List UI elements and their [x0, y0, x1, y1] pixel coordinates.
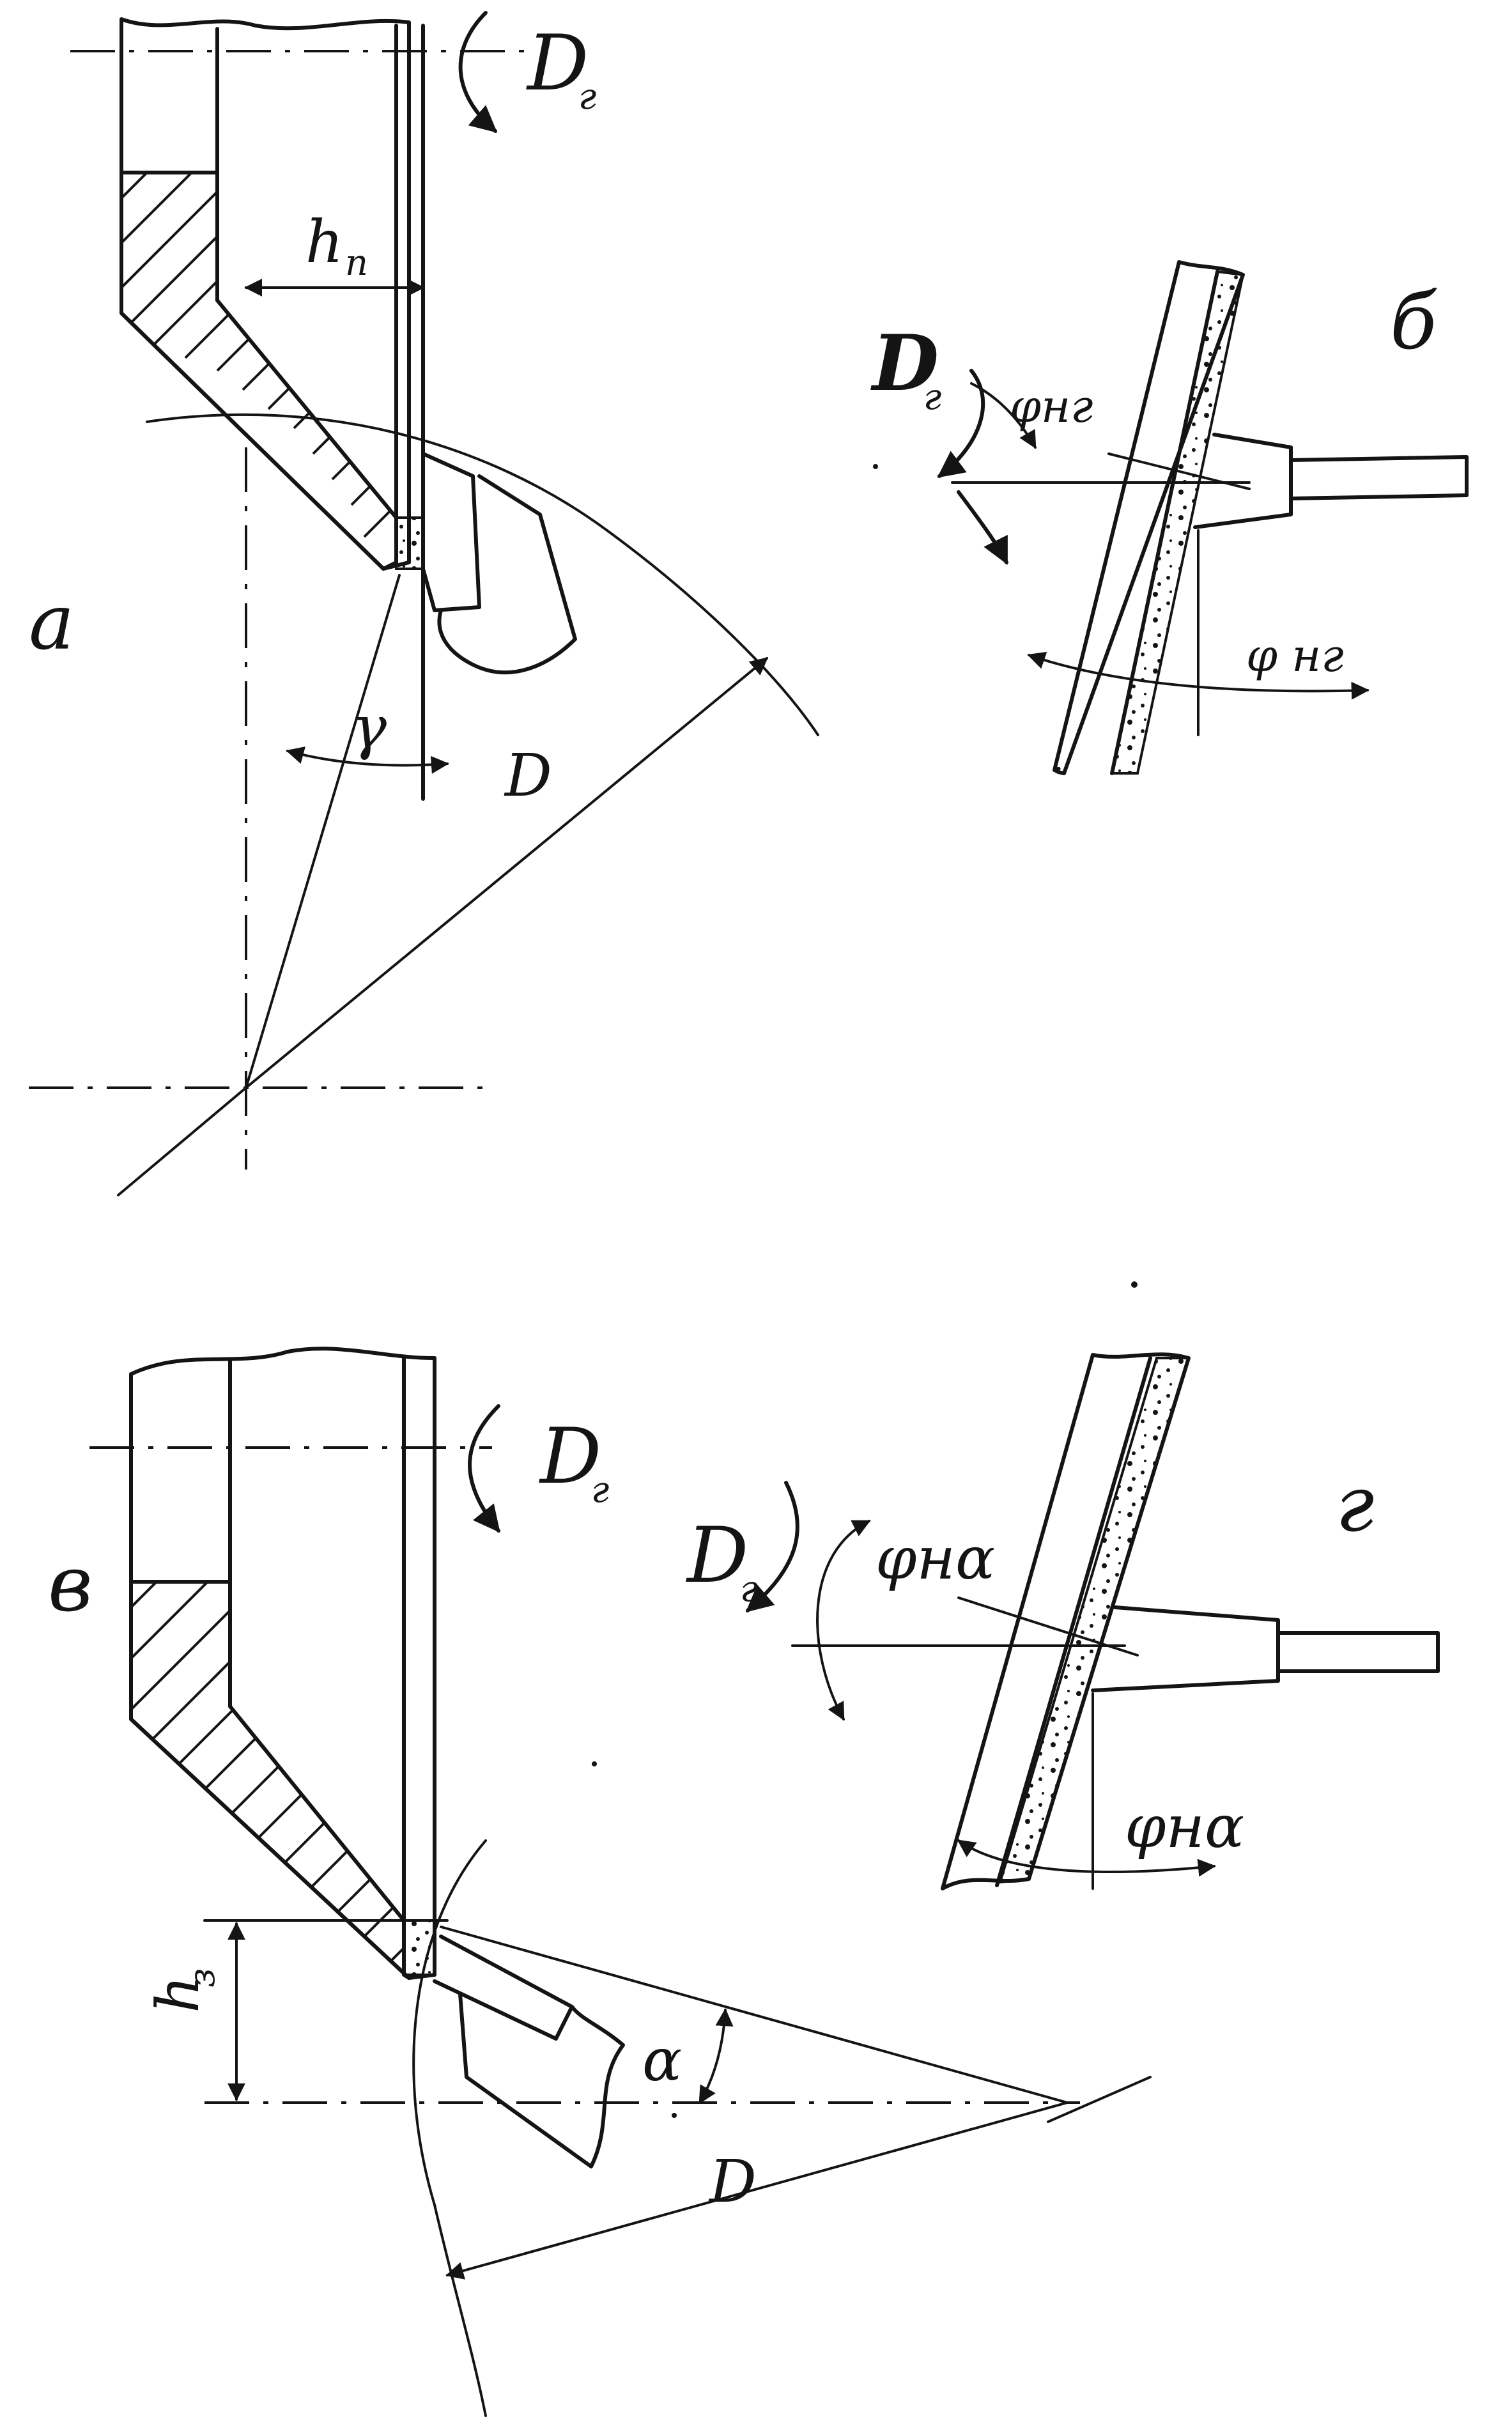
radius-line-a	[245, 657, 769, 1089]
spindle-cone-b	[1193, 433, 1293, 529]
label-hz-sub-v: з	[181, 1968, 223, 1988]
phi-arc-top-g	[816, 1520, 871, 1721]
wheel-arc-v	[412, 1839, 487, 2417]
abrasive-insert-a	[395, 516, 424, 570]
workpiece-v	[433, 1935, 574, 2041]
label-view-g: г	[1336, 1460, 1375, 1549]
label-hn-a: h	[305, 208, 343, 276]
label-rot-b-sub: г	[923, 376, 941, 418]
speck	[1131, 1281, 1138, 1288]
label-hn-sub-a: п	[345, 242, 368, 284]
tool-body-outline-a	[120, 17, 411, 571]
alpha-arc-v	[698, 2008, 734, 2105]
phi-arc-bottom-g	[957, 1839, 1216, 1877]
label-rot-b: D	[870, 318, 939, 408]
label-phi-ng-bottom: φ нг	[1246, 630, 1344, 682]
view-g: г D г φнα φнα	[686, 1352, 1440, 1890]
label-rot-a: D	[526, 19, 589, 108]
spindle-shaft-b	[1289, 455, 1469, 500]
label-diam-a: D	[504, 741, 552, 810]
abrasive-band-b	[1110, 270, 1245, 775]
abrasive-band-g	[998, 1357, 1191, 1884]
phi-arc-bottom-b	[1027, 651, 1369, 700]
speck	[873, 464, 878, 469]
label-phi-na-top: φнα	[876, 1524, 995, 1593]
view-b: б D г φнг φ нг	[870, 260, 1469, 775]
label-view-v: в	[48, 1540, 93, 1629]
view-v: в D г h з α D	[48, 1347, 1152, 2417]
rotation-arrow-a	[458, 11, 498, 133]
label-phi-ng-top: φнг	[1010, 380, 1093, 433]
label-rot-v-sub: г	[591, 1469, 609, 1511]
axis-tilted-b	[1107, 452, 1251, 490]
rotation-arrow-b2	[957, 490, 1008, 565]
wheel-inner-g	[995, 1356, 1152, 1887]
wheel-arc-a	[146, 413, 819, 736]
speck	[672, 2113, 677, 2118]
rotation-arrow-v	[468, 1404, 500, 1533]
label-phi-na-bottom: φнα	[1125, 1793, 1244, 1861]
label-diam-v: D	[708, 2147, 757, 2216]
axis-tilted-g	[957, 1596, 1139, 1657]
wheel-band-b	[1053, 260, 1245, 775]
gamma-ray-a	[245, 574, 401, 1089]
rotation-arrow-b	[937, 369, 985, 478]
label-gamma-a: γ	[351, 693, 387, 762]
view-a: а h п γ D D г	[29, 11, 819, 1196]
tool-body-outline-v	[129, 1347, 436, 1980]
radius-line-v	[445, 2101, 1068, 2280]
label-view-b: б	[1390, 278, 1437, 367]
workpiece-a	[421, 452, 481, 612]
spindle-shaft-g	[1276, 1631, 1440, 1673]
axis-cross-v	[1047, 2076, 1152, 2123]
section-outline-v	[129, 1580, 411, 1980]
workpiece-break-a	[437, 474, 577, 675]
label-view-a: а	[29, 578, 75, 667]
label-hz-v: h	[144, 1975, 212, 2013]
label-alpha-v: α	[642, 2026, 682, 2094]
rotation-arrow-g	[745, 1481, 799, 1612]
gamma-arc-a	[286, 746, 449, 774]
label-rot-v: D	[539, 1412, 601, 1501]
workpiece-break-v	[458, 1992, 625, 2168]
speck	[592, 1761, 597, 1766]
tangent-line-v	[440, 1926, 1068, 2104]
label-rot-a-sub: г	[578, 76, 596, 118]
section-outline-a	[120, 171, 398, 571]
spindle-cone-g	[1091, 1605, 1280, 1692]
radius-ext-a	[117, 1086, 247, 1196]
label-rot-g-sub: г	[740, 1568, 758, 1610]
label-rot-g: D	[686, 1511, 748, 1600]
